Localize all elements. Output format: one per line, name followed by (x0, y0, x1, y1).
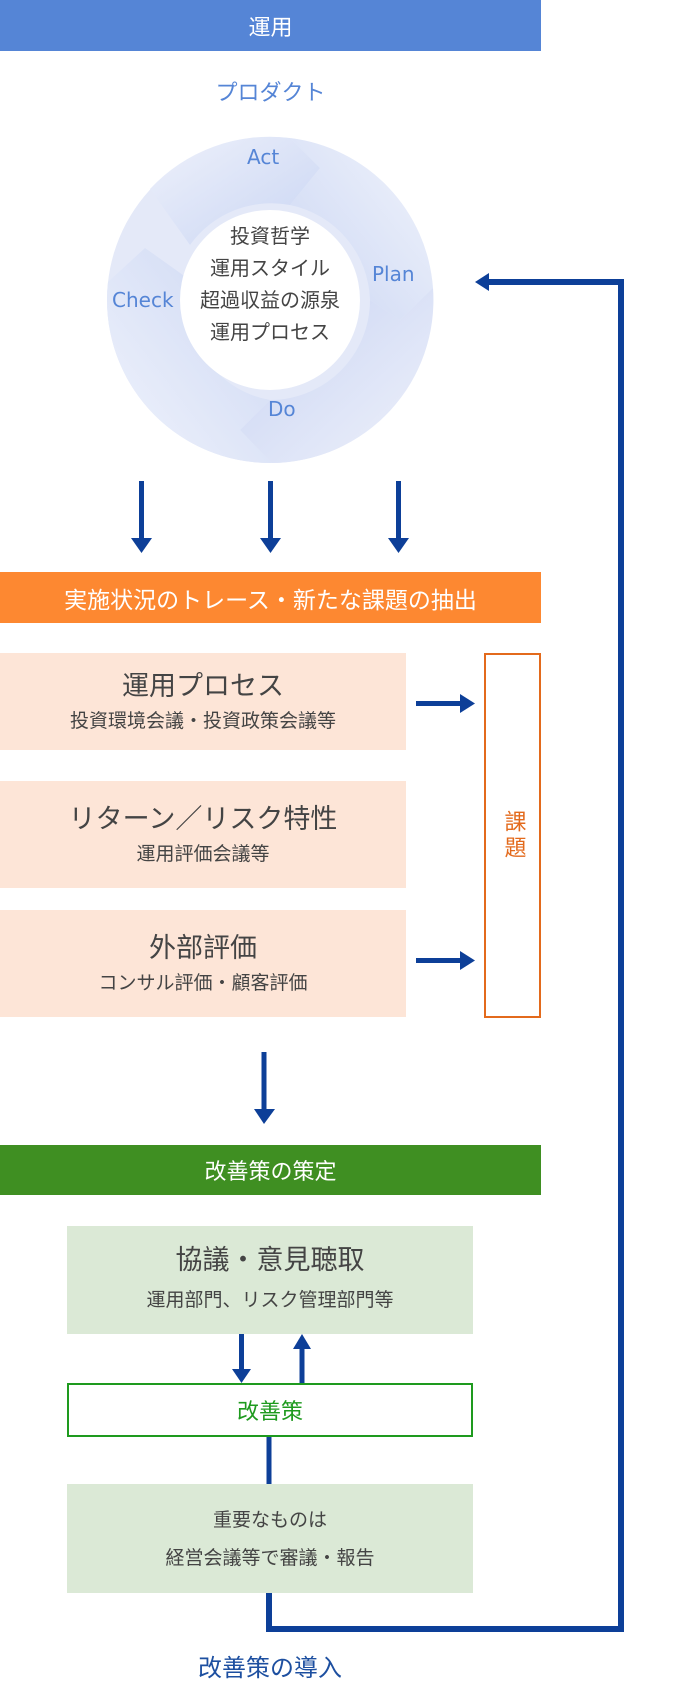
down-arrow-to-improvement (254, 1052, 275, 1124)
introduction-label: 改善策の導入 (198, 1654, 342, 1682)
source-box-subtitle: 運用評価会議等 (136, 842, 270, 865)
source-box-title: 運用プロセス (122, 670, 284, 702)
cycle-label-plan: Plan (372, 262, 415, 286)
down-arrow-consultation-to-improvement (232, 1334, 251, 1383)
cycle-segment-plan (290, 138, 433, 320)
feedback-loop-arrow (266, 273, 624, 1632)
header-title: 運用 (248, 15, 293, 41)
report-box: 重要なものは 経営会議等で審議・報告 (67, 1484, 473, 1593)
up-arrow-improvement-to-consultation (293, 1334, 311, 1383)
cycle-segment-act (150, 136, 320, 245)
connector-improvement-to-report (266, 1437, 272, 1484)
down-arrow-right (388, 481, 409, 553)
down-arrow-center (260, 481, 281, 553)
cycle-label-check: Check (112, 288, 174, 312)
source-box-process: 運用プロセス 投資環境会議・投資政策会議等 (0, 653, 406, 750)
report-line-2: 経営会議等で審議・報告 (165, 1546, 375, 1569)
consultation-box: 協議・意見聴取 運用部門、リスク管理部門等 (67, 1226, 473, 1334)
cycle-inner-circle (180, 210, 360, 390)
improvement-section-title: 改善策の策定 (204, 1160, 337, 1185)
source-box-subtitle: 投資環境会議・投資政策会議等 (69, 709, 336, 732)
consultation-subtitle: 運用部門、リスク管理部門等 (146, 1289, 394, 1311)
issues-label: 課題 (500, 809, 526, 862)
trace-section-bar: 実施状況のトレース・新たな課題の抽出 (0, 572, 541, 623)
improvement-label: 改善策 (236, 1400, 303, 1425)
right-arrow-process-to-issues (416, 694, 475, 713)
source-box-title: リターン／リスク特性 (68, 803, 338, 835)
source-box-title: 外部評価 (149, 932, 257, 964)
trace-section-title: 実施状況のトレース・新たな課題の抽出 (64, 587, 477, 614)
right-arrow-external-to-issues (416, 951, 475, 970)
product-title: プロダクト (215, 81, 326, 106)
product-core-item: 運用スタイル (210, 256, 330, 280)
product-core-item: 投資哲学 (230, 224, 310, 248)
down-arrow-left (131, 481, 152, 553)
product-core-item: 運用プロセス (210, 320, 330, 344)
source-box-return-risk: リターン／リスク特性 運用評価会議等 (0, 781, 406, 888)
header-bar: 運用 (0, 0, 541, 51)
cycle-label-do: Do (268, 397, 296, 421)
issues-box: 課題 (484, 653, 541, 1018)
consultation-title: 協議・意見聴取 (175, 1245, 365, 1276)
improvement-box: 改善策 (67, 1383, 473, 1437)
product-core-item: 超過収益の源泉 (200, 288, 340, 312)
cycle-segment-do (240, 288, 434, 463)
report-line-1: 重要なものは (212, 1508, 327, 1531)
cycle-segment-check (107, 248, 272, 464)
source-box-external: 外部評価 コンサル評価・顧客評価 (0, 910, 406, 1017)
product-core-list: 投資哲学 運用スタイル 超過収益の源泉 運用プロセス (180, 220, 360, 348)
pdca-cycle-ring (107, 136, 434, 464)
cycle-label-act: Act (247, 145, 280, 169)
source-box-subtitle: コンサル評価・顧客評価 (98, 971, 308, 994)
improvement-section-bar: 改善策の策定 (0, 1145, 541, 1195)
